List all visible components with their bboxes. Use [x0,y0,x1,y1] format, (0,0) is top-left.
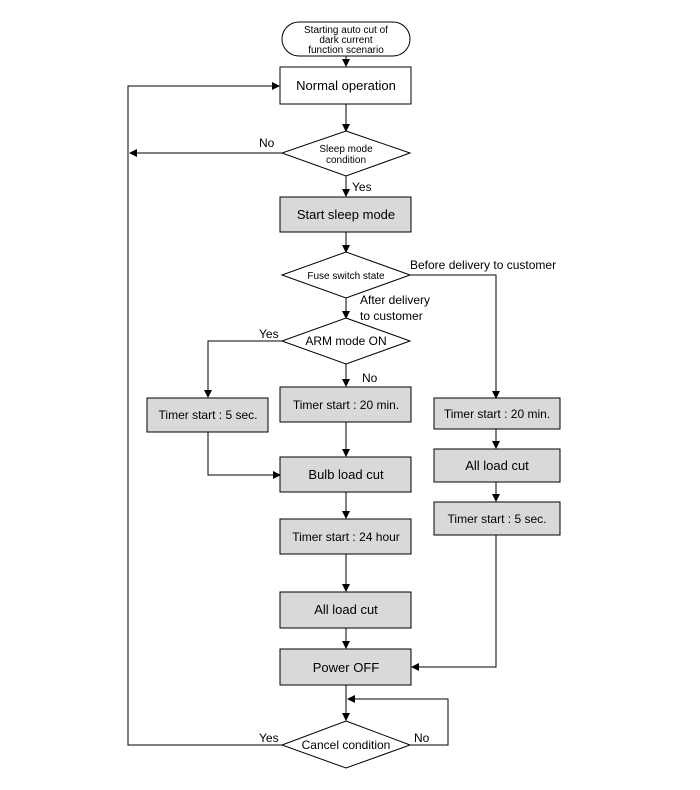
start-sleep-box: Start sleep mode [279,196,412,233]
label-yes-cancel: Yes [259,731,279,745]
timer-20-center-box: Timer start : 20 min. [279,386,412,423]
arrow-cancel-yes-loop [127,82,282,746]
timer-24-box: Timer start : 24 hour [279,518,412,555]
timer-5-left-box: Timer start : 5 sec. [146,397,269,433]
start-terminal: Starting auto cut of dark current functi… [281,21,411,57]
arrow-arm-yes [204,340,282,398]
timer-20-right-label: Timer start : 20 min. [444,407,550,421]
cancel-condition-diamond: Cancel condition [280,720,412,769]
timer-20-center-label: Timer start : 20 min. [293,398,399,412]
bulb-load-cut-label: Bulb load cut [308,467,384,482]
fuse-switch-label: Fuse switch state [307,271,385,282]
power-off-box: Power OFF [279,648,412,686]
label-after-delivery-1: After delivery [360,293,430,307]
timer-5-right-label: Timer start : 5 sec. [448,512,547,526]
normal-operation-label: Normal operation [296,78,396,93]
bulb-load-cut-box: Bulb load cut [279,456,412,493]
label-no-arm: No [362,371,378,385]
label-before-delivery: Before delivery to customer [410,258,556,272]
sleep-condition-line-2: condition [326,155,366,166]
arrow-timer5-to-bulb [207,432,281,479]
label-no-sleep: No [259,136,275,150]
arrow-right-to-poweroff [411,535,497,671]
arrow-before-delivery [410,274,500,399]
start-line-3: function scenario [308,45,384,56]
all-load-cut-right-box: All load cut [433,448,561,483]
arm-mode-label: ARM mode ON [305,334,386,348]
all-load-cut-center-label: All load cut [314,602,378,617]
timer-5-left-label: Timer start : 5 sec. [159,408,258,422]
sleep-condition-diamond: Sleep mode condition [280,130,412,177]
start-line-1: Starting auto cut of [304,25,388,36]
connectors [127,55,500,746]
label-yes-sleep: Yes [352,180,372,194]
all-load-cut-center-box: All load cut [279,591,412,629]
label-yes-arm: Yes [259,327,279,341]
timer-5-right-box: Timer start : 5 sec. [433,501,561,536]
fuse-switch-diamond: Fuse switch state [280,251,412,299]
arrow-cancel-no-loop [347,695,449,746]
all-load-cut-right-label: All load cut [465,458,529,473]
normal-operation-box: Normal operation [279,66,412,105]
timer-24-label: Timer start : 24 hour [292,530,400,544]
start-sleep-label: Start sleep mode [297,207,395,222]
cancel-condition-label: Cancel condition [302,738,391,752]
label-no-cancel: No [414,731,430,745]
label-after-delivery-2: to customer [360,309,423,323]
power-off-label: Power OFF [313,660,380,675]
start-line-2: dark current [319,35,373,46]
timer-20-right-box: Timer start : 20 min. [433,397,561,430]
arm-mode-diamond: ARM mode ON [280,317,412,365]
sleep-condition-line-1: Sleep mode [319,144,373,155]
